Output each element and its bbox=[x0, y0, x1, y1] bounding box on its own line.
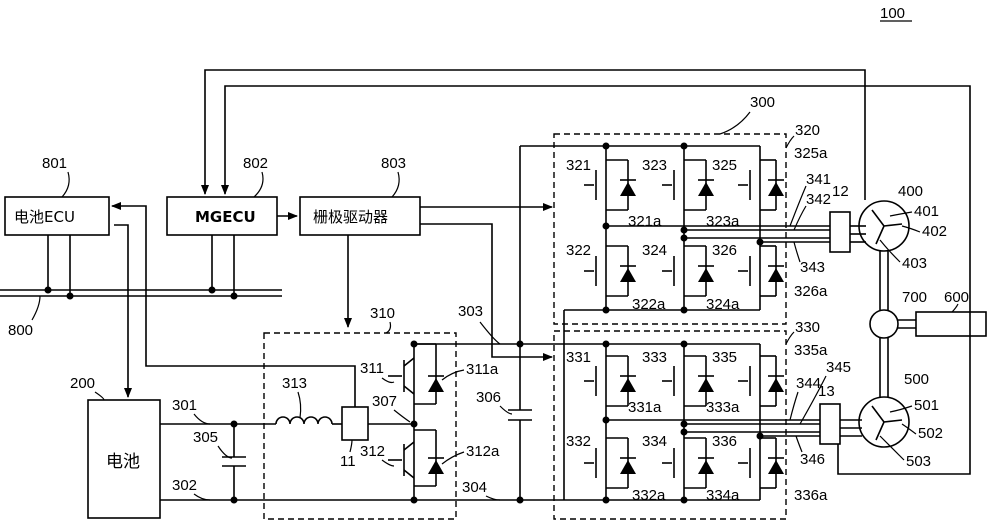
label-344: 344 bbox=[796, 375, 821, 392]
label-300: 300 bbox=[750, 94, 775, 111]
label-302: 302 bbox=[172, 477, 197, 494]
label-307: 307 bbox=[372, 393, 397, 410]
label-326a: 326a bbox=[794, 283, 828, 300]
current-sensor-12 bbox=[829, 211, 851, 253]
mgecu-label: MGECU bbox=[195, 208, 256, 226]
label-343: 343 bbox=[800, 259, 825, 276]
label-801: 801 bbox=[42, 155, 67, 172]
label-331a: 331a bbox=[628, 399, 662, 416]
label-323a: 323a bbox=[706, 213, 740, 230]
label-334: 334 bbox=[642, 433, 667, 450]
label-333: 333 bbox=[642, 349, 667, 366]
label-341: 341 bbox=[806, 171, 831, 188]
label-311: 311 bbox=[360, 360, 384, 377]
label-342: 342 bbox=[806, 191, 831, 208]
current-sensor-13 bbox=[819, 403, 841, 445]
label-403: 403 bbox=[902, 255, 927, 272]
label-322a: 322a bbox=[632, 296, 666, 313]
battery-label: 电池 bbox=[106, 452, 140, 472]
label-11: 11 bbox=[340, 453, 356, 470]
label-402: 402 bbox=[922, 223, 947, 240]
inverter-320 bbox=[584, 142, 830, 314]
label-800: 800 bbox=[8, 322, 33, 339]
label-345: 345 bbox=[826, 359, 851, 376]
figure-ref: 100 bbox=[880, 5, 905, 22]
label-332: 332 bbox=[566, 433, 591, 450]
label-311a: 311a bbox=[466, 361, 499, 378]
label-501: 501 bbox=[914, 397, 939, 414]
label-325a: 325a bbox=[794, 145, 828, 162]
label-321: 321 bbox=[566, 157, 591, 174]
label-803: 803 bbox=[381, 155, 406, 172]
label-306: 306 bbox=[476, 389, 501, 406]
label-324a: 324a bbox=[706, 296, 740, 313]
battery-ecu-box bbox=[4, 196, 110, 236]
label-336a: 336a bbox=[794, 487, 828, 504]
motor-500 bbox=[858, 396, 910, 448]
label-333a: 333a bbox=[706, 399, 740, 416]
label-600: 600 bbox=[944, 289, 969, 306]
label-301: 301 bbox=[172, 397, 197, 414]
label-400: 400 bbox=[898, 183, 923, 200]
label-401: 401 bbox=[914, 203, 939, 220]
label-312a: 312a bbox=[466, 443, 500, 460]
battery-box bbox=[87, 399, 161, 519]
label-304: 304 bbox=[462, 479, 487, 496]
label-334a: 334a bbox=[706, 487, 740, 504]
label-500: 500 bbox=[904, 371, 929, 388]
label-346: 346 bbox=[800, 451, 825, 468]
label-312: 312 bbox=[360, 443, 385, 460]
label-335a: 335a bbox=[794, 342, 828, 359]
label-331: 331 bbox=[566, 349, 591, 366]
label-13: 13 bbox=[818, 383, 835, 400]
label-305: 305 bbox=[193, 429, 218, 446]
engine-600 bbox=[915, 311, 987, 337]
battery-ecu-label: 电池ECU bbox=[14, 208, 75, 226]
gate-driver-label: 栅极驱动器 bbox=[313, 208, 388, 226]
label-700: 700 bbox=[902, 289, 927, 306]
label-502: 502 bbox=[918, 425, 943, 442]
label-313: 313 bbox=[282, 375, 307, 392]
label-332a: 332a bbox=[632, 487, 666, 504]
label-321a: 321a bbox=[628, 213, 662, 230]
label-12: 12 bbox=[832, 183, 849, 200]
label-326: 326 bbox=[712, 242, 737, 259]
current-sensor-11 bbox=[341, 406, 369, 441]
label-324: 324 bbox=[642, 242, 667, 259]
label-802: 802 bbox=[243, 155, 268, 172]
motor-400 bbox=[858, 200, 910, 252]
inverter-330 bbox=[584, 340, 820, 504]
power-split-700 bbox=[869, 309, 899, 339]
label-335: 335 bbox=[712, 349, 737, 366]
label-330: 330 bbox=[795, 319, 820, 336]
label-325: 325 bbox=[712, 157, 737, 174]
label-200: 200 bbox=[70, 375, 95, 392]
gate-driver-box bbox=[299, 196, 421, 236]
label-503: 503 bbox=[906, 453, 931, 470]
label-310: 310 bbox=[370, 305, 395, 322]
label-323: 323 bbox=[642, 157, 667, 174]
label-320: 320 bbox=[795, 122, 820, 139]
label-322: 322 bbox=[566, 242, 591, 259]
label-336: 336 bbox=[712, 433, 737, 450]
label-303: 303 bbox=[458, 303, 483, 320]
